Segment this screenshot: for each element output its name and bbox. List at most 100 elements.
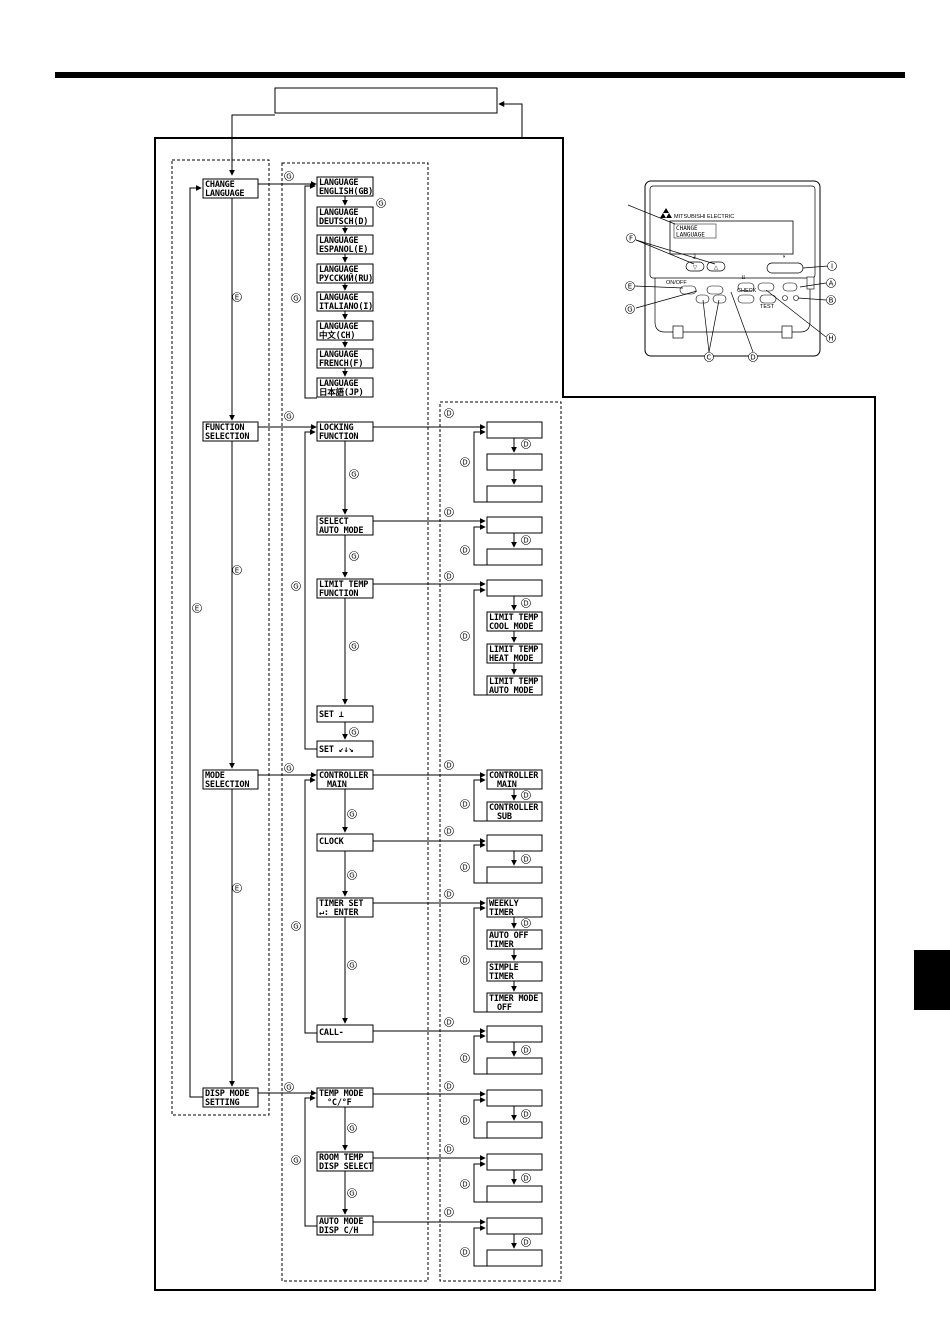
svg-text:G: G [351,471,356,479]
svg-text:AUTO OFF: AUTO OFF [489,931,528,941]
marker-g-icon: G [349,551,359,561]
marker-d-icon: D [521,918,531,928]
setting-box [486,866,543,884]
loop-connector [473,905,487,1013]
marker-c-icon: C [704,352,714,362]
marker-e-icon: E [192,603,202,613]
mode-timer-set: TIMER SET↵: ENTER [316,897,374,918]
svg-text:G: G [286,1084,291,1092]
svg-text:OFF: OFF [497,1003,512,1013]
svg-text:A: A [829,280,834,288]
main-frame [154,137,876,1291]
forward-button [712,294,727,304]
lcd-text: DISP MODE [205,1089,249,1099]
header-rule [55,72,905,78]
svg-text:AUTO MODE: AUTO MODE [319,526,363,536]
svg-text:G: G [349,1190,354,1198]
marker-g-icon: G [376,198,386,208]
marker-d-icon: D [521,1237,531,1247]
svg-text:DISP SELECT: DISP SELECT [319,1162,373,1172]
marker-d-icon: D [460,1115,470,1125]
setting-box [486,1089,543,1107]
marker-a-icon: A [826,278,836,288]
marker-g-icon: G [284,763,294,773]
svg-text:D: D [446,762,451,770]
setting-box [486,485,543,503]
svg-text:ENGLISH(GB): ENGLISH(GB) [319,187,373,197]
svg-text:LANGUAGE: LANGUAGE [319,236,358,246]
marker-d-icon: D [521,1109,531,1119]
remote-lcd-text: LANGUAGE [676,232,705,239]
svg-text:E: E [235,294,239,302]
loop-connector [304,1095,317,1227]
svg-text:G: G [378,200,383,208]
marker-g-icon: G [349,469,359,479]
level1-function-selection: FUNCTION SELECTION [202,421,259,442]
svg-text:РУССКИЙ(RU): РУССКИЙ(RU) [319,272,373,284]
marker-g-icon: G [291,1155,301,1165]
svg-text:G: G [293,295,298,303]
svg-text:LANGUAGE: LANGUAGE [319,379,358,389]
svg-text:TIMER MODE: TIMER MODE [489,994,538,1004]
loop-connector [304,777,317,1034]
function-set-vane: SET ⊥ [316,705,374,723]
loop-connector [473,1161,487,1203]
marker-g-icon: G [347,809,357,819]
svg-text:D: D [523,856,528,864]
loop-connector [473,587,487,696]
mode-clock: CLOCK [316,833,374,852]
svg-text:D: D [462,1181,467,1189]
svg-text:AUTO MODE: AUTO MODE [489,686,533,696]
svg-text:SET ⊥: SET ⊥ [319,710,344,720]
svg-text:▽: ▽ [693,265,698,271]
svg-text:D: D [446,828,451,836]
svg-text:D: D [446,891,451,899]
svg-text:SIMPLE: SIMPLE [489,963,519,973]
power-icon: ◑ [782,254,785,260]
loop-connector [473,1097,487,1139]
svg-text:G: G [351,729,356,737]
lcd-text: SETTING [205,1098,240,1108]
marker-d-icon: D [460,1247,470,1257]
remote-lcd-text: CHANGE [676,225,698,232]
marker-g-icon: G [284,411,294,421]
fan-button [706,285,724,295]
svg-text:TIMER: TIMER [489,908,515,918]
svg-text:LANGUAGE: LANGUAGE [319,322,358,332]
marker-d-icon: D [521,1173,531,1183]
marker-d-icon: D [460,631,470,641]
marker-g-icon: G [347,1188,357,1198]
svg-text:D: D [446,1083,451,1091]
marker-d-icon: D [521,790,531,800]
mode-call: CALL- [316,1024,374,1043]
svg-text:D: D [462,1055,467,1063]
marker-d-icon: D [444,760,454,770]
setting-box [486,1057,543,1075]
marker-d-icon: D [444,408,454,418]
marker-g-icon: G [291,921,301,931]
svg-text:TIMER: TIMER [489,940,515,950]
svg-text:HEAT MODE: HEAT MODE [489,654,533,664]
level1-change-language: CHANGE LANGUAGE [202,178,259,199]
svg-text:D: D [446,573,451,581]
clock-button [759,294,777,304]
svg-text:B: B [829,297,834,305]
title-return-line [498,101,523,138]
svg-text:D: D [462,459,467,467]
marker-g-icon: G [625,304,635,314]
setting-box [486,1249,543,1267]
test-button [793,295,799,301]
marker-e-icon: E [232,883,242,893]
svg-text:CONTROLLER: CONTROLLER [489,771,539,781]
marker-g-icon: G [347,870,357,880]
marker-d-icon: D [521,1045,531,1055]
